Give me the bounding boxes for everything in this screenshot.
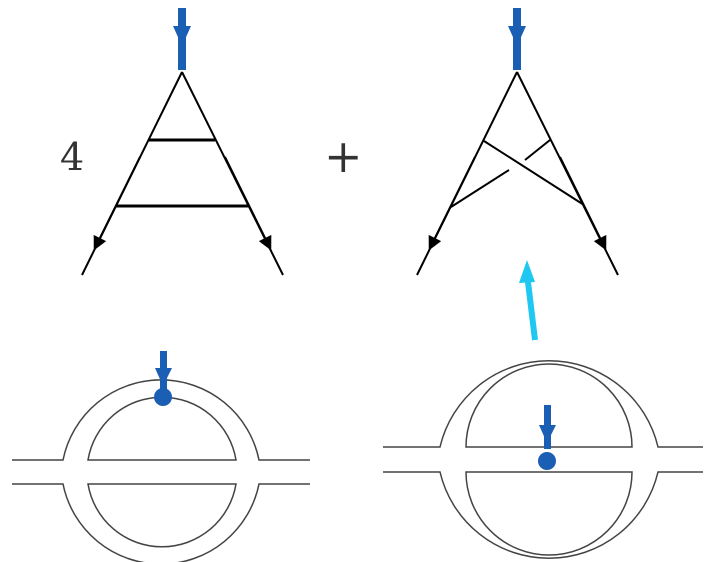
crossed-rung-segment <box>450 169 510 208</box>
vertex-insertion-arrow-icon <box>154 351 172 406</box>
ribbon-outer-lower <box>383 471 703 559</box>
pointer-arrow-icon <box>519 260 538 341</box>
fermion-arrowhead-icon <box>428 156 476 251</box>
crossed-rung <box>483 140 585 206</box>
vertex-insertion-arrow-icon <box>508 8 526 70</box>
ribbon-outer-lower <box>12 483 310 562</box>
ribbon-inner-lower <box>465 471 633 556</box>
crossed-diagram <box>416 8 619 276</box>
ribbon-inner-upper <box>87 396 237 461</box>
ribbon-inner-lower <box>87 483 237 548</box>
fermion-arrowhead-icon <box>559 156 607 251</box>
vertex-insertion-arrow-icon <box>173 8 191 70</box>
ladder-diagram <box>81 8 284 276</box>
vertex-insertion-arrow-icon <box>538 405 556 470</box>
coefficient-label: 4 <box>60 135 84 179</box>
vertex-dot-icon <box>538 452 556 470</box>
plus-sign: + <box>324 129 363 183</box>
crossed-rung-segment <box>524 139 551 161</box>
fermion-arrowhead-icon <box>93 156 141 251</box>
ribbon-outer-upper <box>383 360 703 448</box>
fermion-arrowhead-icon <box>224 156 272 251</box>
vertex-dot-icon <box>154 388 172 406</box>
ribbon-graph-right <box>383 360 703 559</box>
ribbon-graph-left <box>12 351 310 562</box>
ribbon-inner-upper <box>465 363 633 448</box>
